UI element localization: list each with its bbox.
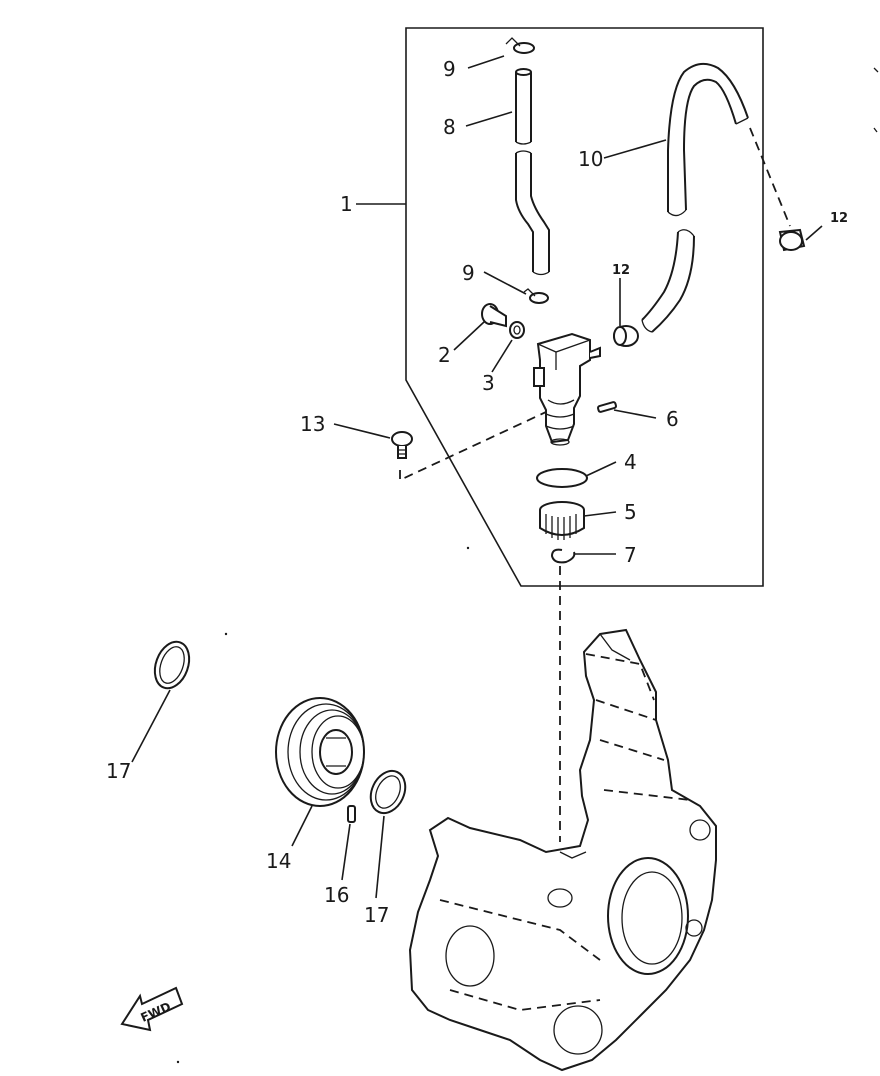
callout-10: 10 xyxy=(578,147,603,171)
part-2-screw xyxy=(481,303,507,328)
stray-mark xyxy=(873,67,879,133)
part-10-hose xyxy=(641,62,749,333)
callout-6: 6 xyxy=(666,407,679,431)
part-9-clip-top xyxy=(505,37,535,54)
callout-9-lower: 9 xyxy=(462,261,475,285)
callout-17-right: 17 xyxy=(364,903,389,927)
stray-dot xyxy=(176,1060,180,1064)
part-17-circlip-left xyxy=(153,640,191,690)
part-14-pulley xyxy=(275,697,365,807)
part-13-screw xyxy=(391,431,413,459)
part-6-pin xyxy=(596,401,618,413)
crankcase-cover xyxy=(408,628,717,1072)
callout-8: 8 xyxy=(443,115,456,139)
part-9-clip-lower xyxy=(523,288,549,304)
part-16-pin xyxy=(347,805,356,823)
callout-12-outer: 12 xyxy=(830,211,848,226)
stray-dot xyxy=(224,632,228,636)
callout-12-inner: 12 xyxy=(612,263,630,278)
assembly-frame xyxy=(405,27,764,587)
callout-4: 4 xyxy=(624,450,637,474)
part-17-circlip-right xyxy=(369,769,407,815)
part-12-cap-inner xyxy=(613,325,639,347)
part-5-gear xyxy=(539,501,585,540)
callout-14: 14 xyxy=(266,849,291,873)
callout-1: 1 xyxy=(340,192,353,216)
guide-line-screw-13 xyxy=(399,411,547,482)
callout-17-left: 17 xyxy=(106,759,131,783)
callout-2: 2 xyxy=(438,343,451,367)
callout-7: 7 xyxy=(624,543,637,567)
leader-lines xyxy=(131,55,823,899)
part-8-hose xyxy=(515,68,550,276)
oil-pump-body xyxy=(533,332,601,446)
callout-9-top: 9 xyxy=(443,57,456,81)
stray-dot xyxy=(466,546,470,550)
part-3-washer xyxy=(509,321,525,339)
guide-line-hose-to-cap xyxy=(749,127,791,227)
fwd-arrow-icon: FWD xyxy=(120,986,184,1032)
part-7-circlip xyxy=(550,548,576,564)
part-4-o-ring xyxy=(536,468,588,488)
callout-16: 16 xyxy=(324,883,349,907)
part-12-cap-outer xyxy=(778,228,806,252)
callout-5: 5 xyxy=(624,500,637,524)
callout-13: 13 xyxy=(300,412,325,436)
callout-3: 3 xyxy=(482,371,495,395)
